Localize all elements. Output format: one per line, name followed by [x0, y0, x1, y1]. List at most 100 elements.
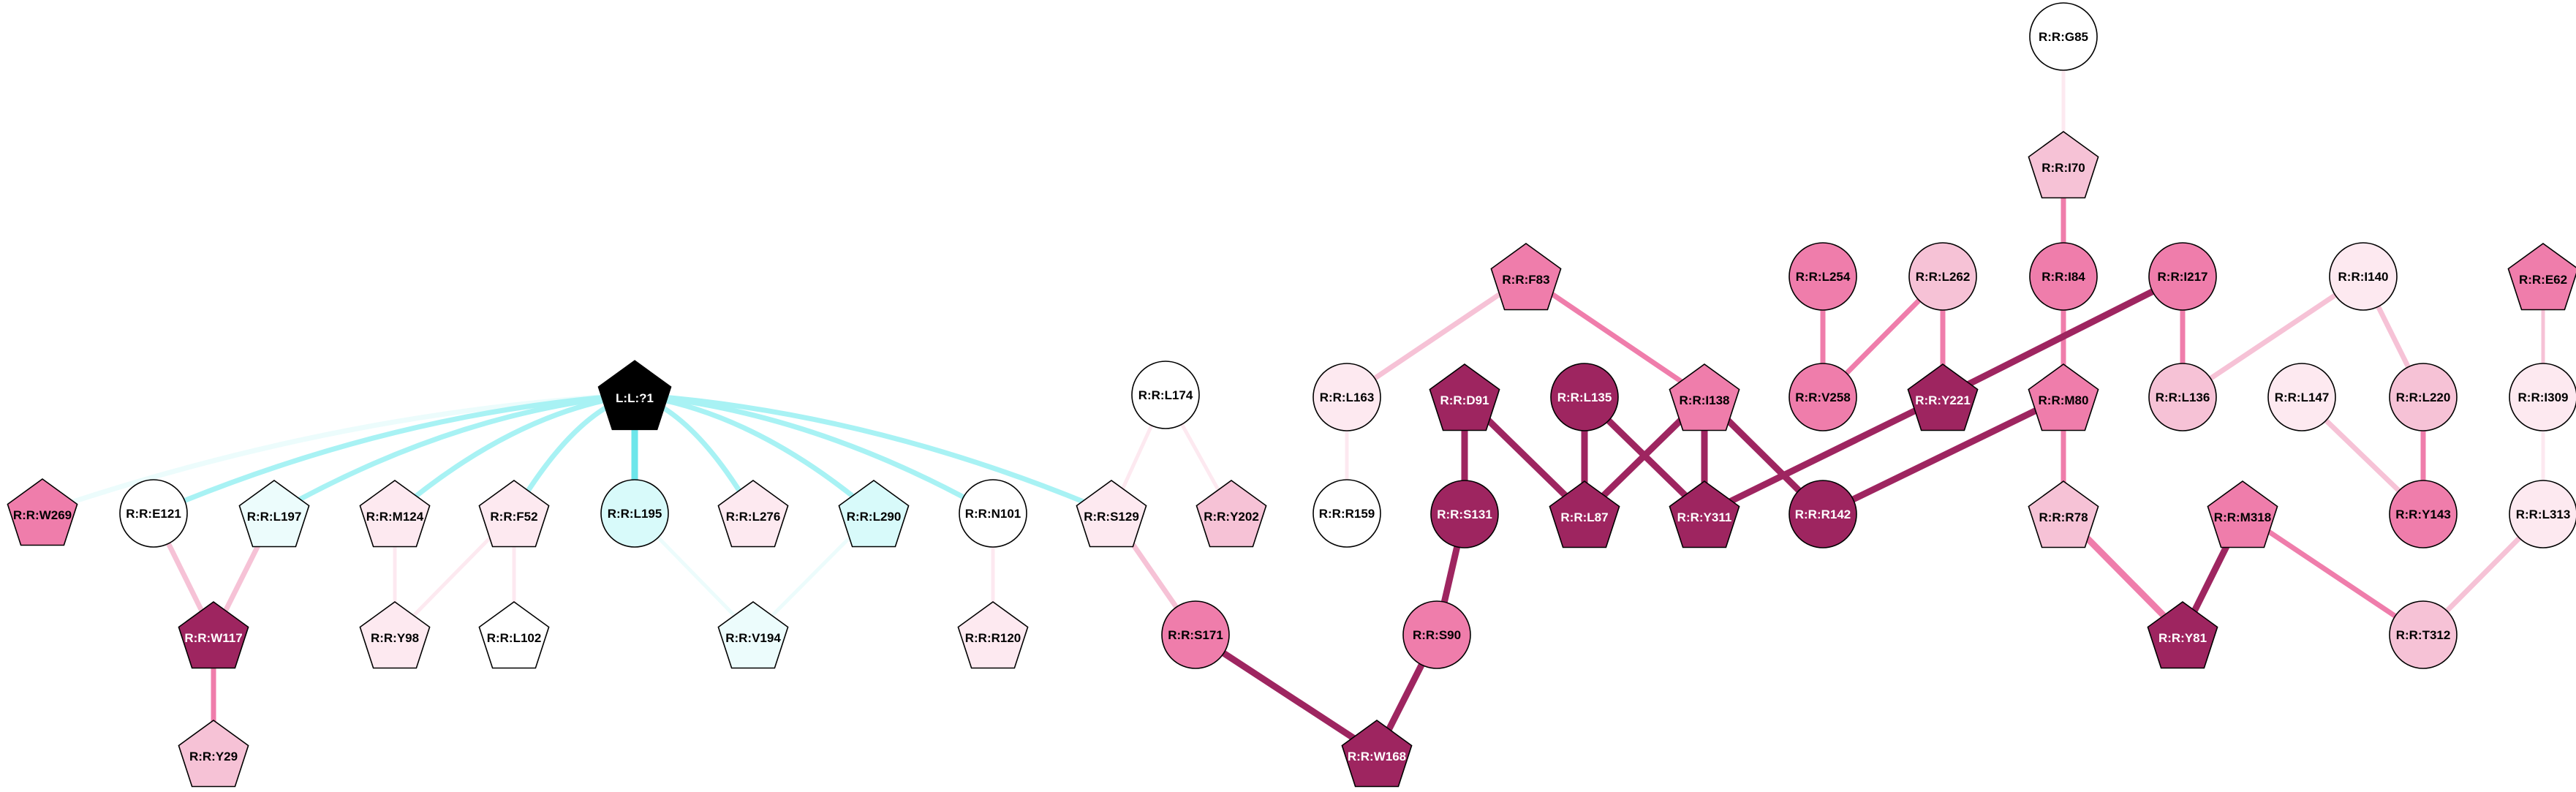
node-label: R:R:Y81	[2158, 631, 2207, 645]
node-label: R:R:L163	[1320, 391, 1375, 404]
node-v258: R:R:V258	[1789, 363, 1857, 431]
node-shape-m124	[359, 480, 431, 548]
node-m80: R:R:M80	[2028, 363, 2099, 431]
node-label: R:R:Y202	[1204, 510, 1259, 524]
node-label: R:R:S129	[1084, 510, 1139, 524]
node-label: R:R:T312	[2396, 628, 2451, 642]
node-label: R:R:L290	[847, 510, 902, 524]
node-label: R:R:L195	[608, 507, 662, 521]
node-label: R:R:F83	[1502, 273, 1549, 287]
node-shape-l87	[1549, 480, 1620, 548]
node-shape-i70	[2028, 131, 2099, 199]
node-l197: R:R:L197	[238, 480, 310, 548]
node-label: R:R:L174	[1138, 388, 1193, 402]
node-shape-s129	[1076, 480, 1147, 548]
node-l163: R:R:L163	[1312, 363, 1381, 431]
node-shape-i140	[2329, 242, 2398, 311]
node-l262: R:R:L262	[1908, 242, 1977, 311]
node-y221: R:R:Y221	[1907, 363, 1979, 431]
node-l220: R:R:L220	[2389, 363, 2458, 431]
node-w168: R:R:W168	[1341, 720, 1413, 788]
node-y29: R:R:Y29	[178, 720, 249, 788]
node-label: R:R:L262	[1916, 270, 1971, 284]
edge-LIG-L197	[271, 392, 638, 516]
node-shape-v258	[1789, 363, 1857, 431]
node-l254: R:R:L254	[1789, 242, 1857, 311]
node-y81: R:R:Y81	[2147, 601, 2218, 669]
node-i84: R:R:I84	[2029, 242, 2098, 311]
node-label: R:R:M80	[2039, 393, 2089, 407]
node-r120: R:R:R120	[957, 601, 1029, 669]
node-y98: R:R:Y98	[359, 601, 431, 669]
node-shape-f83	[1490, 243, 1562, 311]
node-shape-l197	[238, 480, 310, 548]
node-s129: R:R:S129	[1076, 480, 1147, 548]
edge-LIG-S129	[632, 392, 1114, 516]
edge-I140-L136	[2180, 274, 2366, 400]
edge-M318-T312	[2240, 511, 2426, 638]
node-label: R:R:V194	[725, 631, 781, 645]
node-g85: R:R:G85	[2029, 2, 2098, 71]
node-shape-y143	[2389, 480, 2458, 548]
node-shape-y98	[359, 601, 431, 669]
node-r78: R:R:R78	[2028, 480, 2099, 548]
edge-S171-W168	[1192, 631, 1380, 757]
node-shape-s90	[1402, 600, 1471, 669]
node-label: R:R:R142	[1795, 508, 1851, 521]
node-shape-l262	[1908, 242, 1977, 311]
node-label: R:R:F52	[490, 510, 537, 524]
node-label: R:R:L135	[1557, 391, 1612, 404]
node-shape-s171	[1161, 600, 1230, 669]
node-lig: L:L:?1	[597, 360, 672, 431]
node-label: R:R:W269	[13, 508, 72, 522]
node-m318: R:R:M318	[2207, 480, 2278, 548]
node-label: R:R:V258	[1795, 391, 1851, 404]
node-shape-r159	[1312, 479, 1381, 548]
node-label: R:R:M124	[366, 510, 424, 524]
node-shape-l195	[600, 479, 669, 548]
node-shape-y221	[1907, 363, 1979, 431]
node-shape-t312	[2389, 600, 2458, 669]
node-l195: R:R:L195	[600, 479, 669, 548]
node-shape-e62	[2507, 243, 2576, 311]
node-l147: R:R:L147	[2267, 363, 2336, 431]
node-label: R:R:I84	[2041, 270, 2085, 284]
node-d91: R:R:D91	[1429, 363, 1500, 431]
node-label: R:R:S171	[1168, 628, 1223, 642]
node-label: R:R:M318	[2214, 510, 2271, 524]
node-label: R:R:E121	[126, 507, 181, 521]
node-shape-l136	[2148, 363, 2217, 431]
node-shape-v194	[717, 601, 789, 669]
node-n101: R:R:N101	[959, 479, 1027, 548]
node-s171: R:R:S171	[1161, 600, 1230, 669]
node-shape-r78	[2028, 480, 2099, 548]
node-shape-r142	[1789, 480, 1857, 548]
node-label: R:R:L254	[1796, 270, 1851, 284]
node-i140: R:R:I140	[2329, 242, 2398, 311]
node-e121: R:R:E121	[119, 479, 188, 548]
node-shape-l102	[478, 601, 550, 669]
node-t312: R:R:T312	[2389, 600, 2458, 669]
node-label: R:R:R120	[965, 631, 1021, 645]
node-label: R:R:Y311	[1677, 510, 1732, 524]
node-label: R:R:G85	[2039, 30, 2088, 44]
edge-Y221-Y311	[1701, 393, 1946, 518]
node-label: R:R:S90	[1413, 628, 1461, 642]
node-label: R:R:Y29	[189, 750, 238, 763]
node-label: R:R:L220	[2396, 391, 2451, 404]
node-s131: R:R:S131	[1430, 480, 1499, 548]
node-label: R:R:L147	[2275, 391, 2330, 404]
node-shape-f52	[478, 480, 550, 548]
node-label: R:R:R78	[2039, 510, 2088, 524]
node-shape-y29	[178, 720, 249, 788]
node-shape-m318	[2207, 480, 2278, 548]
node-y202: R:R:Y202	[1196, 480, 1267, 548]
node-w117: R:R:W117	[178, 601, 249, 669]
node-label: R:R:R159	[1319, 507, 1375, 521]
node-label: R:R:N101	[965, 507, 1021, 521]
node-shape-g85	[2029, 2, 2098, 71]
node-label: R:R:I140	[2338, 270, 2389, 284]
node-label: R:R:S131	[1437, 508, 1492, 521]
node-v194: R:R:V194	[717, 601, 789, 669]
node-label: R:R:W168	[1348, 750, 1406, 763]
